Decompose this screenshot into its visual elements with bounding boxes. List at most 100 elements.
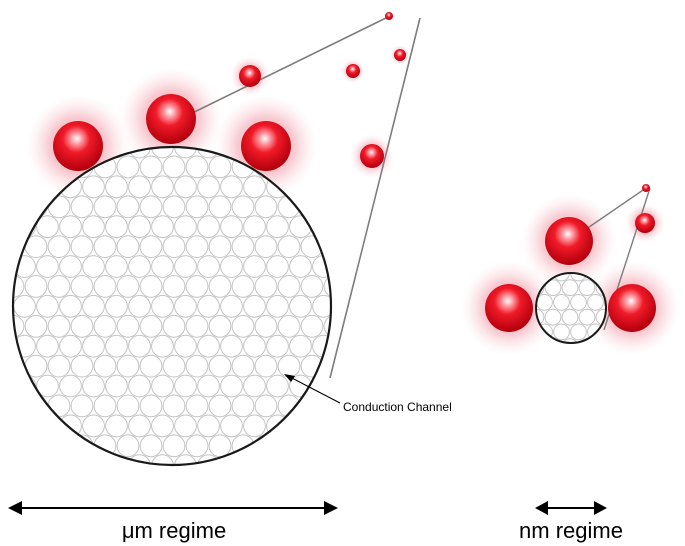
channel-cell [300,314,324,338]
channel-cell [93,235,117,259]
channel-cell [220,334,243,358]
nm-regime-label: nm regime [519,518,623,543]
channel-cell [208,314,232,338]
channel-cell [174,414,197,438]
channel-cell [266,374,289,398]
channel-cell [174,255,197,278]
channel-cell [300,275,324,298]
channel-cell [47,354,71,378]
channel-cell [587,294,604,311]
channel-cell [139,354,163,378]
charged-particle [146,94,196,144]
channel-cell [105,175,128,199]
channel-cell [105,255,128,278]
channel-cell [197,215,220,239]
channel-cell [289,215,312,239]
channel-cell [128,374,151,398]
channel-cell [47,195,71,219]
channel-cell [70,354,94,378]
channel-cell [243,414,266,438]
channel-cell [570,323,587,341]
channel-cell [116,235,140,259]
channel-cell [93,275,117,298]
channel-cell [36,255,59,278]
channel-cell [289,255,312,278]
channel-cell [197,294,220,318]
channel-cell [254,394,278,418]
channel-cell [220,175,243,199]
channel-cell [162,314,186,338]
channel-cell [47,314,71,338]
channel-cell [59,294,82,318]
charged-particle [394,49,406,61]
channel-cell [277,235,301,259]
channel-cell [70,275,94,298]
channel-cell [243,215,266,239]
channel-cell [70,235,94,259]
channel-cell [105,414,128,438]
channel-cell [151,215,174,239]
channel-cell [197,374,220,398]
channel-cell [243,255,266,278]
channel-cell [116,195,140,219]
channel-cell [220,255,243,278]
channel-cell [185,195,209,219]
channel-cell [561,308,579,326]
nm-regime-arrow [535,501,607,515]
channel-cell [231,394,255,418]
channel-cell [82,175,105,199]
channel-cell [36,215,59,239]
channel-cell [82,294,105,318]
channel-cell [254,195,278,219]
nanometer-regime-panel: nm regime [461,184,680,543]
channel-cell [231,354,255,378]
channel-cell [277,314,301,338]
channel-cell [162,235,186,259]
channel-cell [59,255,82,278]
channel-cell [151,454,174,465]
channel-cell [59,215,82,239]
channel-cell [277,275,301,298]
channel-cell [536,294,553,311]
channel-cell [208,155,232,179]
large-conduction-channel [11,145,333,467]
channel-cell [174,294,197,318]
channel-cell [544,279,562,297]
channel-cell [162,394,186,418]
channel-cell [174,175,197,199]
channel-cell [185,275,209,298]
channel-cell [266,294,289,318]
charged-particle [642,184,650,192]
um-regime-label: μm regime [122,518,226,543]
channel-cell [185,394,209,418]
channel-cell [312,294,331,318]
channel-cell [139,195,163,219]
channel-cell [162,275,186,298]
channel-cell [105,334,128,358]
channel-cell [116,155,140,179]
channel-cell [82,374,105,398]
channel-cell [243,334,266,358]
channel-cell [208,195,232,219]
channel-cell [116,354,140,378]
channel-cell [174,215,197,239]
channel-cell [139,434,163,458]
channel-cell [151,334,174,358]
charged-particle [241,121,291,171]
charged-particle [346,64,360,78]
channel-cell [578,279,596,297]
channel-cell [277,354,301,378]
channel-cell [553,323,570,341]
channel-cell [570,294,587,311]
channel-cell [231,434,255,458]
charged-particle [385,12,393,20]
channel-cell [70,195,94,219]
channel-cell [151,175,174,199]
channel-outline [535,272,607,344]
channel-cell [220,414,243,438]
channel-cell [208,235,232,259]
channel-cell [162,434,186,458]
channel-cell [231,314,255,338]
channel-cell [13,354,25,378]
